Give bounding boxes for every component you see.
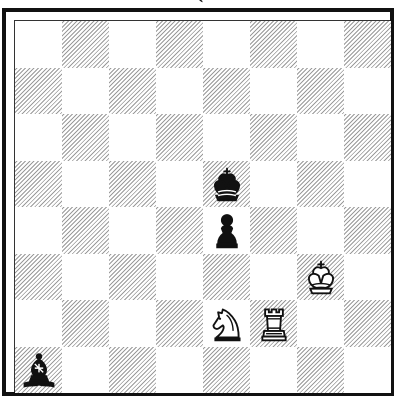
board-square-d7[interactable] [156, 68, 203, 115]
board-square-g4[interactable] [297, 207, 344, 254]
board-square-b3[interactable] [62, 254, 109, 301]
board-square-h2[interactable] [344, 300, 391, 347]
white-king-icon [297, 254, 344, 301]
board-square-f3[interactable] [250, 254, 297, 301]
board-square-f8[interactable] [250, 21, 297, 68]
board-square-f2[interactable] [250, 300, 297, 347]
board-square-c7[interactable] [109, 68, 156, 115]
board-square-c5[interactable] [109, 161, 156, 208]
black-bishop-icon [15, 347, 62, 394]
board-square-b5[interactable] [62, 161, 109, 208]
board-square-e8[interactable] [203, 21, 250, 68]
board-square-b7[interactable] [62, 68, 109, 115]
board-square-b4[interactable] [62, 207, 109, 254]
board-square-f6[interactable] [250, 114, 297, 161]
white-knight-icon [203, 300, 250, 347]
board-square-f7[interactable] [250, 68, 297, 115]
board-square-d1[interactable] [156, 347, 203, 394]
board-square-a1[interactable] [15, 347, 62, 394]
board-square-g6[interactable] [297, 114, 344, 161]
board-square-c2[interactable] [109, 300, 156, 347]
board-square-c3[interactable] [109, 254, 156, 301]
board-square-e2[interactable] [203, 300, 250, 347]
board-square-a6[interactable] [15, 114, 62, 161]
board-square-a3[interactable] [15, 254, 62, 301]
board-square-e3[interactable] [203, 254, 250, 301]
board-square-c1[interactable] [109, 347, 156, 394]
board-square-a5[interactable] [15, 161, 62, 208]
board-square-d3[interactable] [156, 254, 203, 301]
board-square-f1[interactable] [250, 347, 297, 394]
board-square-f5[interactable] [250, 161, 297, 208]
chess-board [14, 20, 390, 392]
board-square-g7[interactable] [297, 68, 344, 115]
board-square-a2[interactable] [15, 300, 62, 347]
board-square-g2[interactable] [297, 300, 344, 347]
board-square-d2[interactable] [156, 300, 203, 347]
black-king-icon [203, 161, 250, 208]
board-square-d4[interactable] [156, 207, 203, 254]
board-square-h3[interactable] [344, 254, 391, 301]
partial-caption: ( [0, 0, 398, 4]
board-square-e6[interactable] [203, 114, 250, 161]
board-square-d8[interactable] [156, 21, 203, 68]
board-square-e5[interactable] [203, 161, 250, 208]
black-pawn-icon [203, 207, 250, 254]
board-square-a4[interactable] [15, 207, 62, 254]
board-square-g5[interactable] [297, 161, 344, 208]
board-square-g3[interactable] [297, 254, 344, 301]
board-square-e4[interactable] [203, 207, 250, 254]
board-square-c8[interactable] [109, 21, 156, 68]
board-square-d6[interactable] [156, 114, 203, 161]
board-square-a8[interactable] [15, 21, 62, 68]
board-square-c4[interactable] [109, 207, 156, 254]
board-square-a7[interactable] [15, 68, 62, 115]
board-square-b6[interactable] [62, 114, 109, 161]
board-square-b1[interactable] [62, 347, 109, 394]
board-square-h4[interactable] [344, 207, 391, 254]
board-square-c6[interactable] [109, 114, 156, 161]
board-square-e7[interactable] [203, 68, 250, 115]
board-square-f4[interactable] [250, 207, 297, 254]
board-square-g1[interactable] [297, 347, 344, 394]
board-square-h7[interactable] [344, 68, 391, 115]
board-square-d5[interactable] [156, 161, 203, 208]
board-square-b8[interactable] [62, 21, 109, 68]
board-square-h8[interactable] [344, 21, 391, 68]
board-square-h6[interactable] [344, 114, 391, 161]
chess-board-frame [2, 8, 394, 396]
board-square-g8[interactable] [297, 21, 344, 68]
board-square-h5[interactable] [344, 161, 391, 208]
white-rook-icon [250, 300, 297, 347]
board-square-e1[interactable] [203, 347, 250, 394]
board-square-b2[interactable] [62, 300, 109, 347]
board-square-h1[interactable] [344, 347, 391, 394]
